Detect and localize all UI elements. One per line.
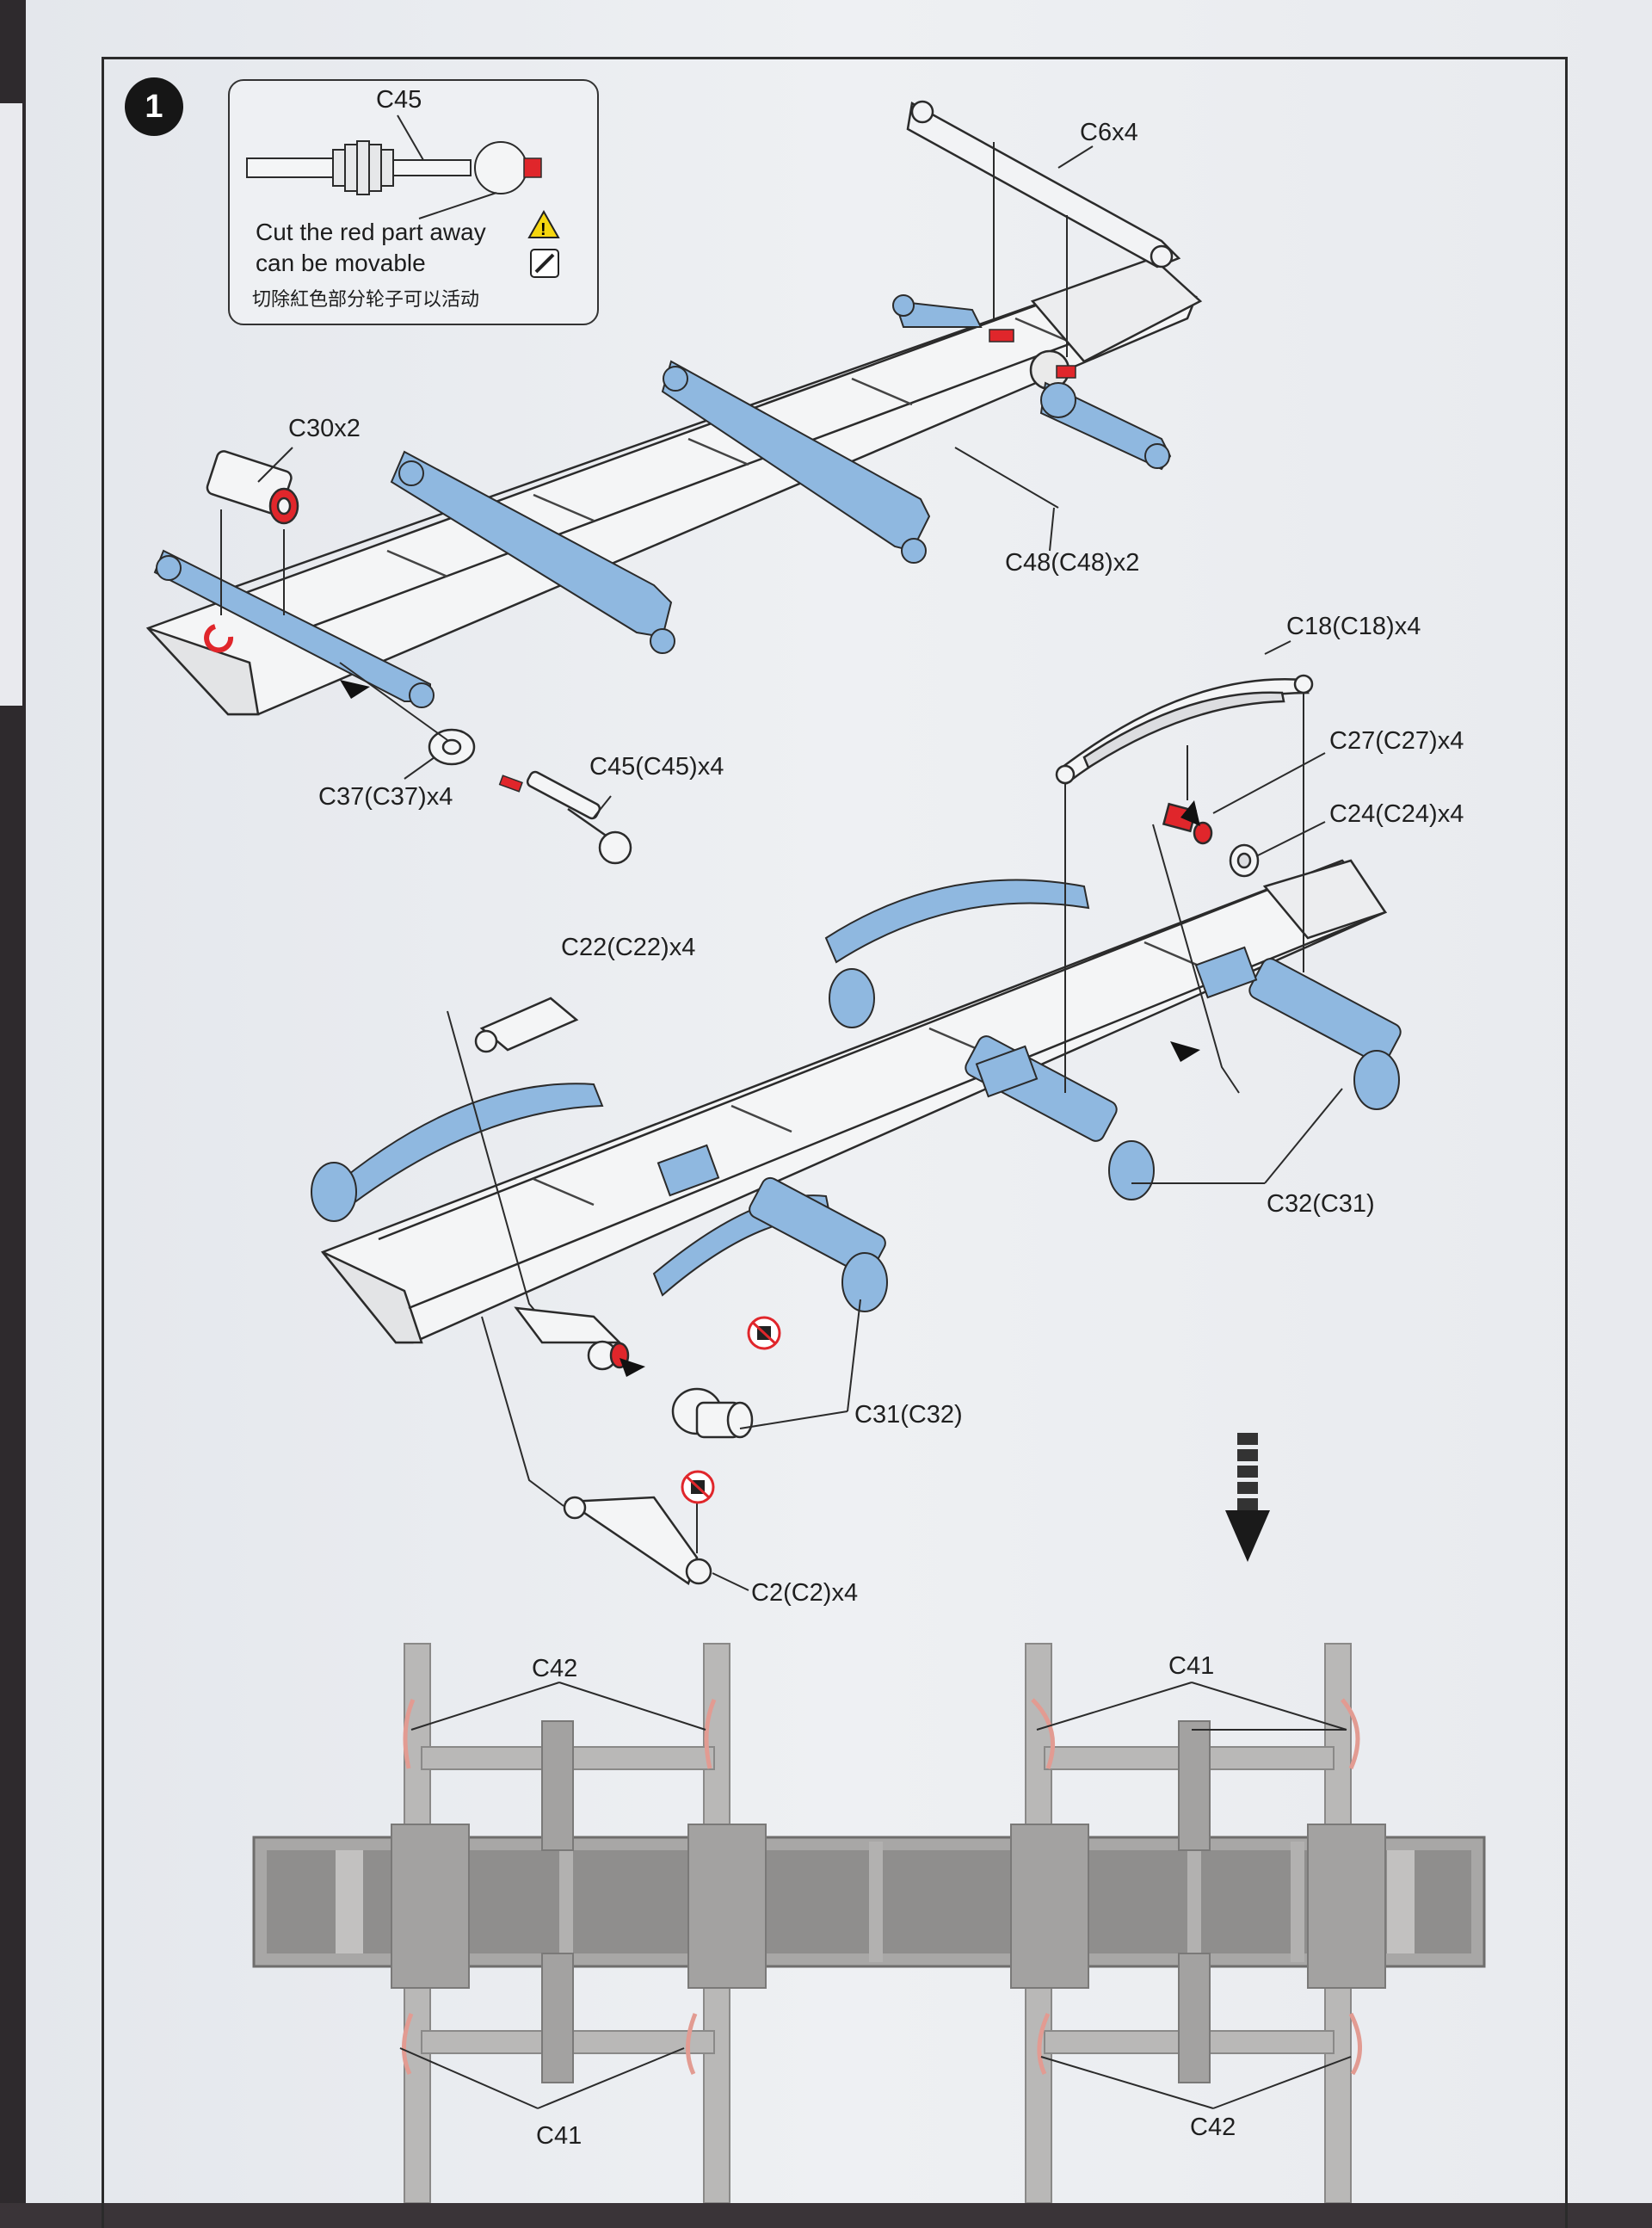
label-bottom-c41-right: C41	[1168, 1652, 1215, 1680]
label-bottom-c42-left: C42	[532, 1655, 578, 1682]
cutter-icon	[530, 249, 559, 278]
label-c24: C24(C24)x4	[1329, 800, 1464, 828]
middle-suspension-blue	[311, 879, 1402, 1312]
bottom-chassis-render	[252, 1643, 1486, 2203]
label-c32: C32(C31)	[1267, 1190, 1375, 1218]
middle-chassis	[320, 859, 1388, 1344]
cut-note-box: C45 ! Cut the red part away can be movab…	[228, 79, 599, 325]
label-c45: C45(C45)x4	[589, 753, 724, 781]
label-c6: C6x4	[1080, 119, 1138, 146]
label-bottom-c41-left: C41	[536, 2122, 583, 2150]
label-c18: C18(C18)x4	[1286, 613, 1421, 640]
upper-suspension-blue	[153, 294, 1172, 708]
upper-red-marks	[204, 329, 1076, 793]
label-c27: C27(C27)x4	[1329, 727, 1464, 755]
note-line-1: Cut the red part away	[256, 219, 486, 245]
label-c22: C22(C22)x4	[561, 934, 696, 961]
page-frame	[102, 57, 1568, 2228]
note-part-label: C45	[376, 86, 422, 114]
c30-roller	[206, 450, 299, 615]
label-c37: C37(C37)x4	[318, 783, 453, 811]
c6-bracket	[906, 100, 1181, 357]
no-glue-icon	[681, 1316, 781, 1504]
note-line-3: 切除紅色部分轮子可以活动	[252, 289, 480, 311]
label-c31: C31(C32)	[854, 1401, 963, 1429]
step-number-badge: 1	[125, 77, 183, 136]
warning-icon: !	[527, 209, 560, 239]
svg-text:!: !	[540, 220, 546, 239]
leader-lines	[257, 145, 1343, 1591]
label-bottom-c42-right: C42	[1190, 2114, 1236, 2141]
c31-c2-parts	[481, 1306, 754, 1585]
c45-part-diagram: !	[246, 114, 560, 278]
c37-c45-parts	[339, 662, 632, 865]
assembly-arrows	[340, 680, 1200, 1377]
label-c2: C2(C2)x4	[751, 1579, 859, 1607]
label-c30: C30x2	[288, 415, 361, 442]
down-arrow-icon	[1225, 1433, 1270, 1562]
note-line-2: can be movable	[256, 250, 426, 276]
label-c48: C48(C48)x2	[1005, 549, 1140, 577]
c18-leaf-spring	[1055, 674, 1314, 1093]
